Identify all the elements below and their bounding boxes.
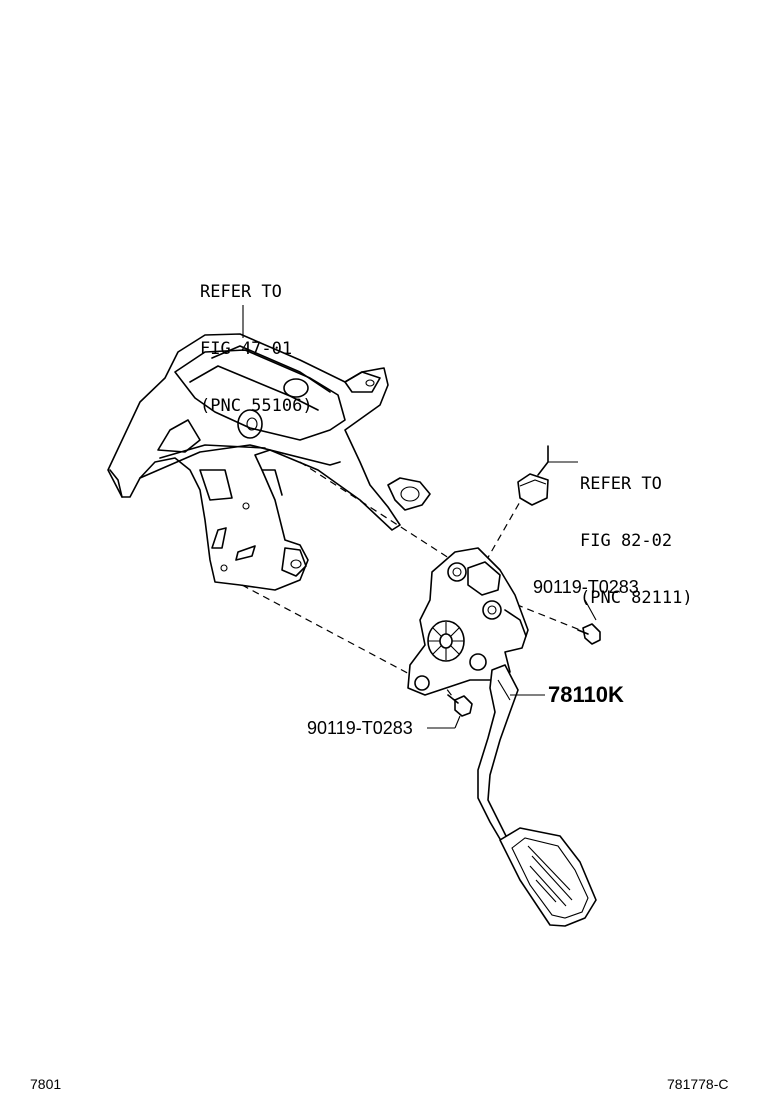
figure-code-right: 781778-C <box>667 1076 729 1092</box>
bolt-upper-drawing <box>577 623 601 645</box>
connector-ref-line1: REFER TO <box>580 474 662 494</box>
leader-lines <box>242 305 597 729</box>
connector <box>517 445 549 506</box>
bracket-reference-callout: REFER TO FIG 47-01 (PNC 55106) <box>200 245 313 454</box>
figure-code-left: 7801 <box>30 1076 62 1092</box>
pedal-bracket <box>107 333 431 591</box>
connector-reference-callout: REFER TO FIG 82-02 (PNC 82111) <box>580 437 693 646</box>
pedal-assembly-part-number[interactable]: 78110K <box>548 682 624 707</box>
connector-ref-line3: (PNC 82111) <box>580 588 693 608</box>
bracket-ref-line3: (PNC 55106) <box>200 396 313 416</box>
bolt-upper-part-number[interactable]: 90119-T0283 <box>533 577 639 597</box>
bolt-lower-drawing <box>447 694 473 717</box>
bolt-lower-part-number[interactable]: 90119-T0283 <box>307 718 413 738</box>
connector-ref-line2: FIG 82-02 <box>580 531 673 551</box>
pedal-pad <box>499 827 597 927</box>
pedal-sensor-housing <box>407 547 529 696</box>
pedal-arm <box>477 664 523 857</box>
bracket-ref-line2: FIG 47-01 <box>200 339 293 359</box>
bracket-ref-line1: REFER TO <box>200 282 282 302</box>
